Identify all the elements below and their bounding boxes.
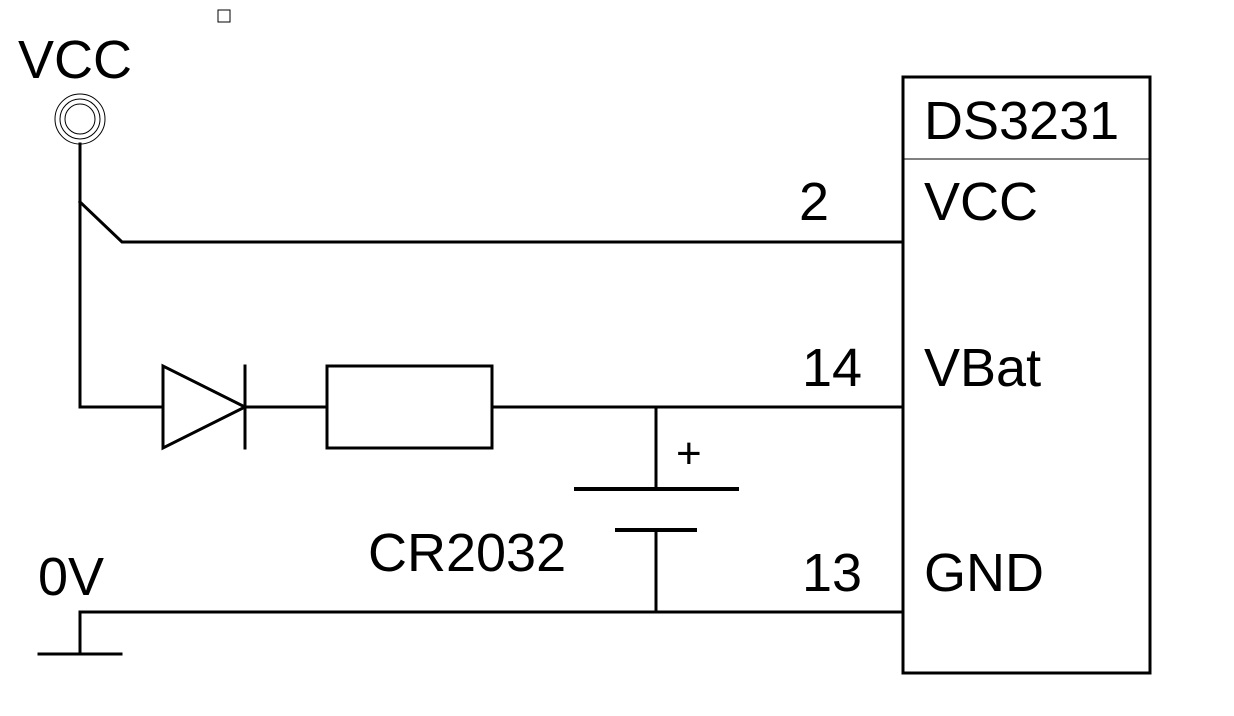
pin-name-vbat: VBat <box>924 338 1041 398</box>
ground-label: 0V <box>38 547 104 607</box>
ic-body <box>901 75 1152 675</box>
pin-name-gnd: GND <box>924 543 1044 603</box>
pin-name-vcc: VCC <box>924 172 1038 232</box>
battery-polarity-label: + <box>676 429 702 478</box>
pin-number-vbat: 14 <box>802 338 862 398</box>
ic-name: DS3231 <box>924 91 1119 151</box>
battery-icon <box>574 487 739 532</box>
vcc-terminal-icon <box>54 93 106 145</box>
pin-number-gnd: 13 <box>802 543 862 603</box>
resistor-icon <box>325 364 494 450</box>
battery-label: CR2032 <box>368 523 566 583</box>
corner-marker <box>217 9 231 23</box>
pin2-wire <box>77 199 905 244</box>
vcc-supply-label: VCC <box>18 30 132 90</box>
pin-number-vcc: 2 <box>799 172 829 232</box>
diode-icon <box>161 363 249 451</box>
